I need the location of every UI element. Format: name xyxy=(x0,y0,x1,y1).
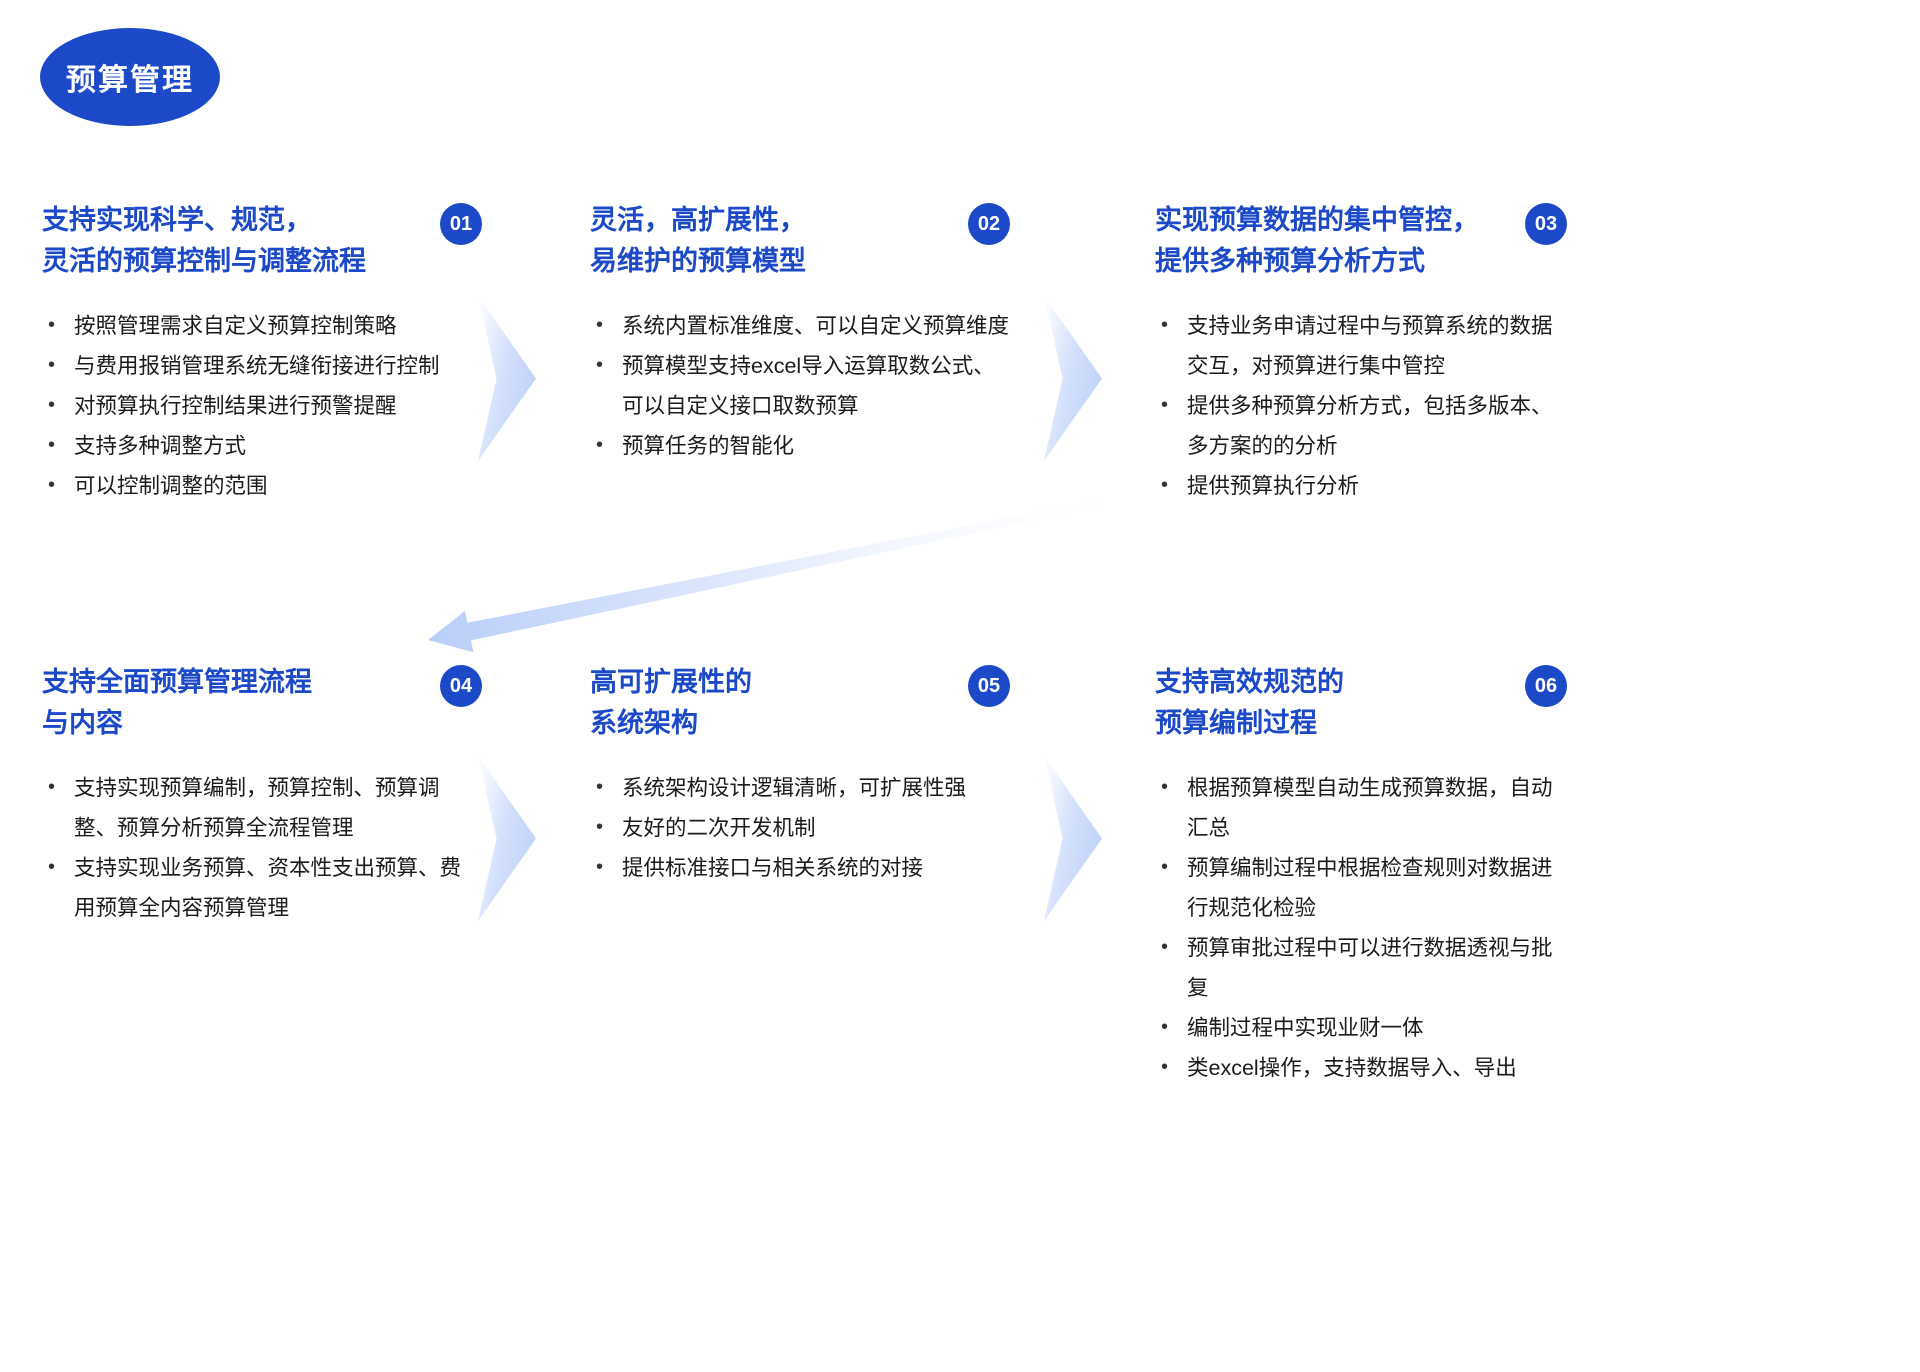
section-title-line2: 系统架构 xyxy=(590,707,698,738)
section-title-line1: 支持实现科学、规范， xyxy=(42,205,312,235)
bullet-item: 系统内置标准维度、可以自定义预算维度 xyxy=(590,307,1010,347)
bullet-item: 可以控制调整的范围 xyxy=(42,467,482,507)
section-title-line1: 支持高效规范的 xyxy=(1155,667,1344,697)
bullet-list: 按照管理需求自定义预算控制策略与费用报销管理系统无缝衔接进行控制对预算执行控制结… xyxy=(42,307,482,507)
section-header: 支持实现科学、规范， 灵活的预算控制与调整流程 01 xyxy=(42,200,482,281)
feature-section-02: 灵活，高扩展性， 易维护的预算模型 02 系统内置标准维度、可以自定义预算维度预… xyxy=(590,200,1010,467)
section-title-line1: 支持全面预算管理流程 xyxy=(42,667,312,697)
section-header: 实现预算数据的集中管控， 提供多种预算分析方式 03 xyxy=(1155,200,1567,281)
bullet-list: 支持实现预算编制，预算控制、预算调整、预算分析预算全流程管理支持实现业务预算、资… xyxy=(42,769,482,929)
number-badge: 01 xyxy=(440,203,482,245)
bullet-item: 类excel操作，支持数据导入、导出 xyxy=(1155,1049,1567,1089)
section-title-line2: 与内容 xyxy=(42,707,123,738)
number-badge: 06 xyxy=(1525,665,1567,707)
section-title: 高可扩展性的 系统架构 xyxy=(590,662,752,743)
flow-right-arrow-icon xyxy=(1044,296,1102,461)
section-title-line2: 易维护的预算模型 xyxy=(590,245,806,276)
section-title: 实现预算数据的集中管控， 提供多种预算分析方式 xyxy=(1155,200,1479,281)
feature-section-06: 支持高效规范的 预算编制过程 06 根据预算模型自动生成预算数据，自动汇总预算编… xyxy=(1155,662,1567,1089)
section-title: 支持高效规范的 预算编制过程 xyxy=(1155,662,1344,743)
bullet-item: 提供标准接口与相关系统的对接 xyxy=(590,849,1010,889)
bullet-item: 支持实现预算编制，预算控制、预算调整、预算分析预算全流程管理 xyxy=(42,769,482,849)
number-badge: 02 xyxy=(968,203,1010,245)
bullet-list: 系统内置标准维度、可以自定义预算维度预算模型支持excel导入运算取数公式、可以… xyxy=(590,307,1010,467)
bullet-list: 支持业务申请过程中与预算系统的数据交互，对预算进行集中管控提供多种预算分析方式，… xyxy=(1155,307,1567,507)
page-title-badge: 预算管理 xyxy=(40,28,220,126)
section-header: 灵活，高扩展性， 易维护的预算模型 02 xyxy=(590,200,1010,281)
number-badge: 03 xyxy=(1525,203,1567,245)
section-title-line1: 灵活，高扩展性， xyxy=(590,205,806,235)
section-header: 支持全面预算管理流程 与内容 04 xyxy=(42,662,482,743)
section-title: 支持实现科学、规范， 灵活的预算控制与调整流程 xyxy=(42,200,366,281)
bullet-item: 预算任务的智能化 xyxy=(590,427,1010,467)
section-title-line1: 高可扩展性的 xyxy=(590,667,752,697)
flow-right-arrow-icon xyxy=(1044,756,1102,921)
feature-section-01: 支持实现科学、规范， 灵活的预算控制与调整流程 01 按照管理需求自定义预算控制… xyxy=(42,200,482,507)
bullet-item: 支持业务申请过程中与预算系统的数据交互，对预算进行集中管控 xyxy=(1155,307,1567,387)
section-title: 灵活，高扩展性， 易维护的预算模型 xyxy=(590,200,806,281)
bullet-item: 系统架构设计逻辑清晰，可扩展性强 xyxy=(590,769,1010,809)
bullet-item: 支持多种调整方式 xyxy=(42,427,482,467)
section-title: 支持全面预算管理流程 与内容 xyxy=(42,662,312,743)
bullet-item: 编制过程中实现业财一体 xyxy=(1155,1009,1567,1049)
bullet-item: 与费用报销管理系统无缝衔接进行控制 xyxy=(42,347,482,387)
bullet-list: 系统架构设计逻辑清晰，可扩展性强友好的二次开发机制提供标准接口与相关系统的对接 xyxy=(590,769,1010,889)
section-title-line2: 预算编制过程 xyxy=(1155,707,1317,738)
bullet-item: 根据预算模型自动生成预算数据，自动汇总 xyxy=(1155,769,1567,849)
bullet-item: 预算审批过程中可以进行数据透视与批复 xyxy=(1155,929,1567,1009)
bullet-item: 提供多种预算分析方式，包括多版本、多方案的的分析 xyxy=(1155,387,1567,467)
feature-section-05: 高可扩展性的 系统架构 05 系统架构设计逻辑清晰，可扩展性强友好的二次开发机制… xyxy=(590,662,1010,889)
feature-section-04: 支持全面预算管理流程 与内容 04 支持实现预算编制，预算控制、预算调整、预算分… xyxy=(42,662,482,929)
bullet-item: 预算模型支持excel导入运算取数公式、可以自定义接口取数预算 xyxy=(590,347,1010,427)
bullet-item: 支持实现业务预算、资本性支出预算、费用预算全内容预算管理 xyxy=(42,849,482,929)
bullet-list: 根据预算模型自动生成预算数据，自动汇总预算编制过程中根据检查规则对数据进行规范化… xyxy=(1155,769,1567,1089)
section-title-line2: 灵活的预算控制与调整流程 xyxy=(42,245,366,276)
flow-right-arrow-icon xyxy=(478,756,536,921)
bullet-item: 友好的二次开发机制 xyxy=(590,809,1010,849)
flow-right-arrow-icon xyxy=(478,296,536,461)
section-title-line1: 实现预算数据的集中管控， xyxy=(1155,205,1479,235)
bullet-item: 预算编制过程中根据检查规则对数据进行规范化检验 xyxy=(1155,849,1567,929)
bullet-item: 对预算执行控制结果进行预警提醒 xyxy=(42,387,482,427)
bullet-item: 按照管理需求自定义预算控制策略 xyxy=(42,307,482,347)
flow-return-arrow-icon xyxy=(428,497,1116,653)
bullet-item: 提供预算执行分析 xyxy=(1155,467,1567,507)
section-header: 支持高效规范的 预算编制过程 06 xyxy=(1155,662,1567,743)
section-title-line2: 提供多种预算分析方式 xyxy=(1155,245,1425,276)
feature-section-03: 实现预算数据的集中管控， 提供多种预算分析方式 03 支持业务申请过程中与预算系… xyxy=(1155,200,1567,507)
section-header: 高可扩展性的 系统架构 05 xyxy=(590,662,1010,743)
number-badge: 04 xyxy=(440,665,482,707)
number-badge: 05 xyxy=(968,665,1010,707)
